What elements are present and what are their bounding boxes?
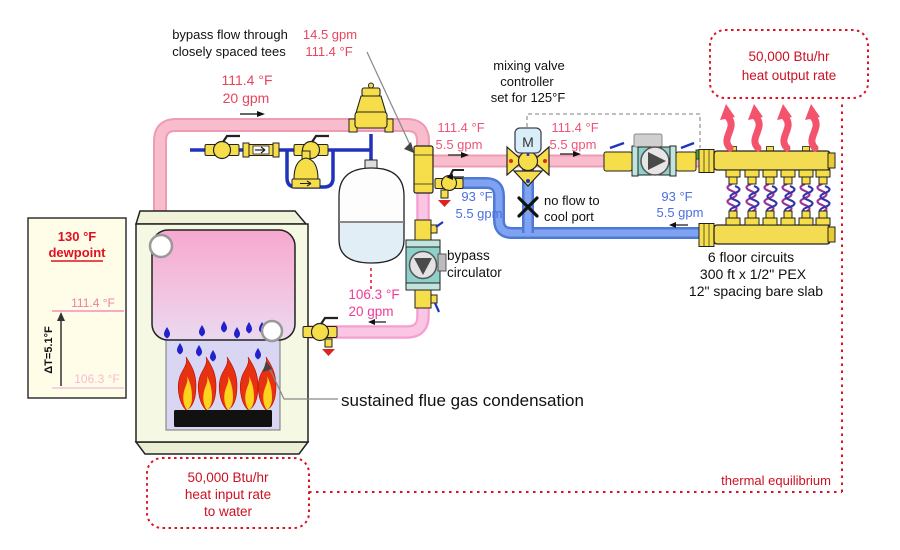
return-pipe: [446, 177, 716, 239]
return-left-temp-label: 93 °F: [461, 189, 492, 204]
burner-bar: [174, 410, 272, 427]
return-right-temp-label: 93 °F: [661, 189, 692, 204]
dewpoint-panel: 130 °F dewpoint 111.4 °F 106.3 °F ΔT=5.1…: [27, 217, 127, 399]
heat-exchanger: [151, 229, 296, 341]
feed-ball-valve-1: [204, 134, 240, 160]
heat-output-line2: heat output rate: [742, 68, 837, 83]
heat-input-box: 50,000 Btu/hr heat input rate to water: [146, 457, 310, 529]
return-manifold-valves: [725, 210, 831, 226]
supply-manifold-valves: [725, 169, 831, 185]
mixing-valve: [506, 145, 550, 187]
bypass-gpm-label: 14.5 gpm: [303, 27, 357, 42]
flow-direction-arrows: [240, 111, 688, 325]
delta-t-label: ΔT=5.1°F: [43, 326, 55, 374]
heat-arrow-heads: [720, 104, 820, 120]
boiler-return-gpm-label: 20 gpm: [348, 304, 393, 319]
floor-circuits-label-line2: 300 ft x 1/2" PEX: [700, 266, 807, 282]
flue-condensation-label: sustained flue gas condensation: [341, 391, 584, 410]
heat-input-line3: to water: [204, 504, 253, 519]
pump-impeller-icon: [414, 258, 432, 275]
flue-label-leader: [263, 361, 338, 400]
panel-return-temp: 106.3 °F: [74, 372, 120, 386]
supply-manifold: [698, 146, 836, 185]
boiler-outlet-port: [260, 319, 284, 343]
heat-output-line1: 50,000 Btu/hr: [748, 49, 830, 64]
mixing-valve-label-line3: set for 125°F: [491, 90, 566, 105]
bypass-tees-label-line1: bypass flow through: [172, 27, 288, 42]
mixing-valve-label-line1: mixing valve: [493, 58, 565, 73]
feed-ball-valve-2: [293, 134, 329, 160]
bypass-temp-label: 111.4 °F: [305, 44, 352, 59]
no-flow-label-line2: cool port: [544, 209, 594, 224]
bypass-label-leader: [366, 51, 414, 153]
floor-circuits-label-line3: 12" spacing bare slab: [689, 283, 823, 299]
heat-input-line1: 50,000 Btu/hr: [187, 470, 269, 485]
boiler-return-temp-label: 106.3 °F: [348, 287, 399, 302]
bypass-return-pipe: [278, 162, 430, 339]
panel-supply-temp: 111.4 °F: [71, 296, 115, 310]
floor-circuit-coils: [726, 182, 831, 215]
heat-input-line2: heat input rate: [185, 487, 271, 502]
boiler-supply-pipe: [153, 118, 430, 247]
return-left-gpm-label: 5.5 gpm: [456, 206, 503, 221]
boiler-top-face: [134, 210, 308, 225]
boiler-inlet-port: [148, 233, 174, 259]
controller-sensor-dashed-line: [526, 113, 701, 148]
postmix-temp-label: 111.4 °F: [551, 120, 598, 135]
premix-gpm-label: 5.5 gpm: [436, 137, 483, 152]
thermal-equilibrium-dashed-line: [309, 100, 843, 493]
boiler: [134, 210, 310, 455]
supply-gpm-label: 20 gpm: [223, 90, 270, 106]
dewpoint-temp-label: 130 °F: [58, 229, 97, 244]
boiler-bottom-face: [134, 441, 310, 455]
premix-temp-label: 111.4 °F: [437, 120, 484, 135]
mixing-valve-label-line2: controller: [500, 74, 554, 89]
bypass-circulator-label-line1: bypass: [447, 248, 490, 263]
thermal-equilibrium-label: thermal equilibrium: [721, 473, 831, 488]
return-ball-valve: [434, 169, 464, 207]
pump-impeller-icon: [648, 152, 666, 170]
main-circulator-pump: [603, 133, 697, 177]
dewpoint-word-label: dewpoint: [48, 245, 106, 260]
bypass-circulator-label-line2: circulator: [447, 265, 502, 280]
expansion-tank: [338, 159, 405, 289]
no-flow-label-line1: no flow to: [544, 193, 600, 208]
closely-spaced-tees: [413, 145, 434, 194]
bypass-tees-label-line2: closely spaced tees: [172, 44, 286, 59]
boiler-return-ball-valve: [302, 316, 338, 356]
postmix-gpm-label: 5.5 gpm: [550, 137, 597, 152]
drain-cap-icon: [438, 200, 451, 207]
air-separator: [348, 82, 394, 133]
drain-cap-icon: [322, 349, 335, 356]
mixing-valve-actuator: M: [514, 127, 542, 154]
return-right-gpm-label: 5.5 gpm: [657, 205, 704, 220]
return-manifold: [698, 210, 836, 247]
no-flow-x-mark: [517, 196, 539, 218]
check-valve: [242, 142, 280, 158]
supply-temp-label: 111.4 °F: [222, 72, 273, 88]
pressure-reducing-valve: [291, 150, 321, 189]
actuator-m-label: M: [522, 134, 534, 150]
floor-circuits-label-line1: 6 floor circuits: [708, 249, 794, 265]
heat-rising-arrows-icon: [723, 113, 820, 152]
heat-output-box: 50,000 Btu/hr heat output rate: [709, 29, 869, 99]
bypass-circulator-pump: [405, 219, 447, 313]
